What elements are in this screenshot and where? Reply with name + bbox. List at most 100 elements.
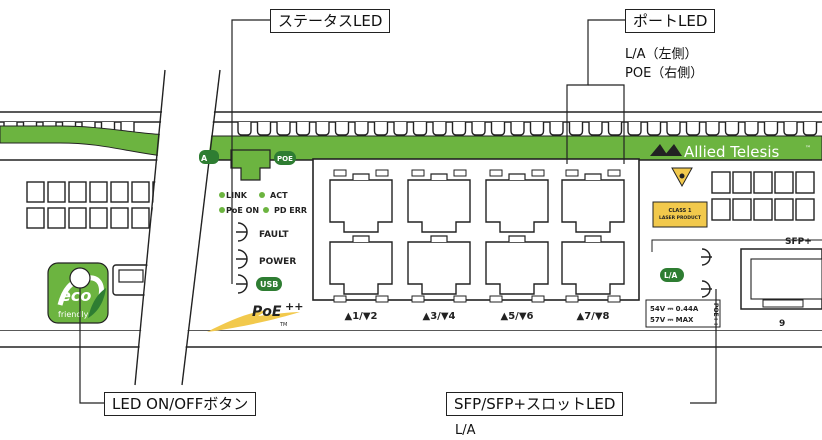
port-led-poe	[453, 169, 467, 177]
status-usb-label: USB	[260, 280, 278, 289]
sfp-led-callout: SFP/SFP+スロットLED	[446, 392, 624, 416]
vent-tooth	[354, 122, 369, 136]
vent-tooth	[393, 122, 408, 136]
vent-tooth	[783, 122, 798, 136]
status-power-label: POWER	[259, 257, 296, 267]
vent-tooth	[295, 122, 311, 136]
sfp-la-note: L/A	[455, 423, 476, 438]
port-led-la	[489, 169, 503, 177]
leader-lines	[79, 19, 717, 404]
vent-tooth	[256, 122, 272, 136]
poe-spec-line1: 54V ⎓ 0.44A	[650, 305, 699, 313]
vent-tooth	[432, 122, 447, 136]
vent-tooth	[724, 122, 740, 136]
vent-tooth	[510, 122, 525, 136]
vent-tooth	[334, 122, 350, 136]
vent-tooth	[451, 122, 467, 136]
port-led-la	[565, 295, 579, 303]
vent-tooth	[568, 122, 584, 136]
sfp-port-number: 9	[779, 319, 785, 329]
port-led-la	[411, 169, 425, 177]
poe-plus-text: ++	[285, 300, 303, 313]
vent-tooth	[315, 122, 330, 136]
port-la-note: L/A（左側）	[625, 47, 698, 62]
brand-logo: Allied Telesis ™	[650, 143, 811, 161]
vent-slot	[89, 181, 108, 203]
laser-product-text: LASER PRODUCT	[659, 215, 702, 221]
laser-class-text: CLASS 1	[669, 208, 692, 214]
vent-slot	[26, 207, 45, 229]
port-led-poe	[453, 295, 467, 303]
vent-slot	[774, 198, 794, 221]
port-number-labels: ▲1/▼2▲3/▼4▲5/▼6▲7/▼8	[345, 311, 610, 322]
port-led-la	[333, 169, 347, 177]
vent-tooth	[373, 122, 389, 136]
port-led-la	[411, 295, 425, 303]
right-vent-grid	[711, 171, 815, 221]
vent-tooth	[802, 122, 818, 136]
rj45-ports	[329, 169, 625, 303]
led-button-callout: LED ON/OFFボタン	[104, 392, 257, 416]
port-number-label: ▲3/▼4	[423, 311, 456, 322]
break-lines	[134, 69, 221, 386]
eco-label: eco	[60, 286, 91, 305]
vent-slot	[795, 198, 815, 221]
vent-tooth	[646, 122, 662, 136]
brand-tm: ™	[805, 145, 811, 152]
port-led-poe	[531, 169, 545, 177]
rj45-port	[561, 169, 625, 233]
status-act-label: ACT	[270, 191, 288, 200]
rj45-port	[407, 235, 471, 303]
vent-slot	[110, 207, 129, 229]
vent-slot	[732, 198, 752, 221]
status-link-label: LINK	[226, 191, 248, 200]
svg-text:A: A	[201, 154, 208, 163]
port-led-poe	[375, 169, 389, 177]
port-led-la	[565, 169, 579, 177]
vent-tooth	[529, 122, 545, 136]
status-pd-err-label: PD ERR	[274, 206, 307, 215]
vent-slot	[753, 171, 773, 194]
poe-tm-text: TM	[279, 322, 287, 328]
rj45-port	[561, 235, 625, 303]
vent-tooth	[276, 122, 291, 136]
poe-plus-logo: PoE ++ TM	[207, 300, 303, 332]
vent-tooth	[549, 122, 564, 136]
sfp-slot-label: SFP+	[785, 237, 812, 247]
port-led-la	[333, 295, 347, 303]
vent-tooth	[763, 122, 779, 136]
port-number-label: ▲7/▼8	[577, 311, 610, 322]
vent-tooth	[685, 122, 701, 136]
vent-slot	[68, 207, 87, 229]
poe-badge: POE	[277, 155, 293, 163]
vent-slot	[47, 181, 66, 203]
vent-slot	[26, 181, 45, 203]
vent-tooth	[490, 122, 506, 136]
vent-tooth	[412, 122, 428, 136]
vent-tooth	[471, 122, 486, 136]
vent-tooth	[627, 122, 642, 136]
vent-slot	[711, 198, 731, 221]
eco-friendly-badge: eco friendly	[47, 262, 109, 324]
laser-warning-label: CLASS 1 LASER PRODUCT	[652, 167, 708, 228]
status-led-callout: ステータスLED	[270, 9, 391, 33]
rj45-port	[329, 169, 393, 233]
port-led-poe	[531, 295, 545, 303]
vent-slot	[711, 171, 731, 194]
vent-tooth	[744, 122, 759, 136]
vent-slot	[795, 171, 815, 194]
brand-name: Allied Telesis	[684, 143, 780, 161]
port-led-callout: ポートLED	[625, 9, 716, 33]
poe-logo-text: PoE	[252, 304, 282, 320]
poe-spec-line2: 57V ⎓ MAX	[650, 316, 694, 324]
rj45-port	[485, 169, 549, 233]
status-poe-on-label: PoE ON	[226, 206, 259, 215]
console-port-icon	[230, 149, 271, 181]
vent-slot	[68, 181, 87, 203]
vent-slot	[732, 171, 752, 194]
vent-slot	[131, 181, 150, 203]
vent-tooth	[666, 122, 681, 136]
vent-slot	[753, 198, 773, 221]
port-led-poe	[607, 169, 621, 177]
